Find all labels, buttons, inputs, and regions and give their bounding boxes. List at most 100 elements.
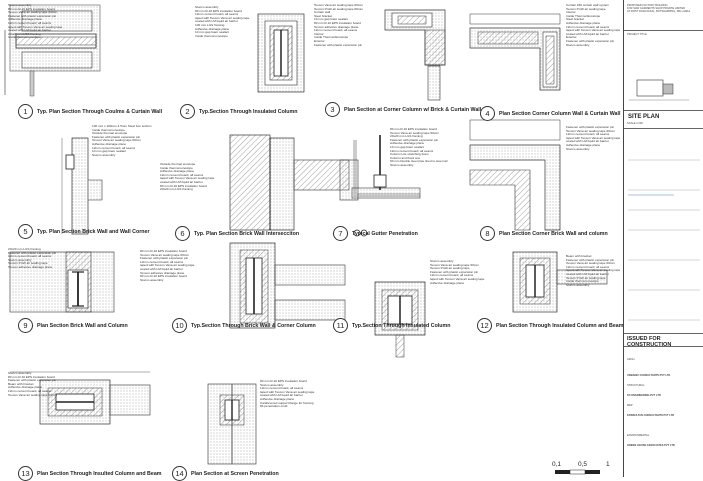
detail-13-drawing — [10, 371, 151, 425]
detail-7-drawing — [339, 135, 421, 237]
note-line: coated with LM liquid air barrier — [260, 393, 303, 398]
note-line: 12mm cement board, all seams — [8, 20, 52, 25]
note-line: Stucco assembly — [140, 277, 164, 282]
detail-caption-5: 5 Typ. Plan Section Brick Wall and Wall C… — [18, 224, 150, 239]
sheet-label: PROJECT TITLE — [627, 33, 647, 36]
note-line: Inside thermal envelope — [160, 165, 193, 170]
note-line: Fastener with plastic expansion pin — [566, 257, 615, 262]
detail-14-drawing — [207, 383, 257, 465]
site-plan-title: SITE PLAN — [628, 114, 660, 120]
detail-title: Typ.Section Through Brick Wall & Corner … — [191, 322, 316, 329]
note-line: taped with Tescon Vana air sealing tape — [260, 389, 315, 394]
title-block: PROPOSED FACTORY BUILDING FOR SHW GARMEN… — [623, 0, 703, 477]
note-line: taped with Tescon Vana air sealing tape — [140, 263, 195, 268]
note-line: Fastener with plastic expansion pin — [8, 250, 57, 255]
detail-3-drawing — [384, 9, 446, 101]
note-line: 12mm cement board, all seams — [8, 388, 52, 393]
note-line: Tescon Vana air sealing tape 60mm — [8, 10, 57, 15]
note-line: Tescon Profil air sealing tape — [566, 6, 606, 11]
detail-number: 5 — [18, 224, 33, 239]
note-line: 80 mm R-10 EPS insulation board — [260, 379, 307, 383]
note-line: Tescon Vana air sealing tape 60mm — [390, 130, 439, 135]
note-line: Tescon Vana air sealing tape 60mm — [92, 138, 141, 143]
note-line: Curtain wall — [314, 10, 331, 15]
note-line: Tescon Profil air sealing tape — [566, 275, 606, 280]
note-line: 20x20 mm LGS framing — [8, 31, 41, 36]
note-line: Inside thermal envelope — [195, 33, 228, 38]
detail-number: 1 — [18, 104, 33, 119]
note-line: Stucco assembly — [92, 152, 116, 157]
detail-11-drawing — [374, 281, 426, 358]
note-line: Tescon Vana air sealing tape 60mm — [8, 392, 57, 397]
note-line: Adhesive drainage plane — [195, 26, 230, 31]
note-line: 12mm cement board, all seams — [260, 386, 304, 391]
note-line: Tescon adhesive drainage plane — [314, 24, 359, 29]
note-line: Inside thermal envelope — [92, 127, 125, 132]
note-line: taped with Tescon Vana air sealing tape — [566, 135, 621, 140]
note-line: Fastener with plastic expansion pin — [566, 38, 615, 43]
note-line: Fastener with plastic expansion pin — [314, 42, 363, 47]
consultant-line: GREEN HOUSE ASSOCIATES PVT LTD — [627, 444, 675, 447]
detail-number: 3 — [325, 102, 340, 117]
note-line: 80 mm R-10 EPS insulation board — [314, 20, 361, 25]
note-line: taped with Tescon Vana air sealing tape — [195, 15, 250, 20]
note-line: Outside thermal envelope — [92, 131, 128, 136]
note-line: Tescon Vana air sealing tape 60mm — [314, 3, 363, 7]
note-line: Inside Thermal Envelope — [314, 35, 349, 40]
detail-title: Plan Section Brick Wall and Column — [37, 322, 128, 329]
detail-caption-8: 8 Plan Section Corner Brick Wall and colu… — [480, 226, 608, 241]
note-line: Stucco assembly — [566, 42, 590, 47]
scale-label: 0,1 — [552, 461, 562, 468]
note-line: coated with LM liquid air barrier — [140, 266, 183, 271]
note-line: Tescon Profil air sealing tape — [8, 261, 48, 266]
detail-5-drawing — [61, 137, 103, 235]
note-line: 10 mm gap foam sealant — [390, 144, 425, 149]
note-line: Stucco assembly — [8, 257, 32, 262]
detail-title: Typ. Plan Section Through Coulms & Curta… — [37, 108, 163, 115]
note-line: Stucco assembly — [195, 5, 219, 9]
note-line: 80 mm R-10 EPS insulation board — [390, 127, 437, 131]
detail-9-drawing — [9, 251, 115, 313]
detail-number: 2 — [180, 104, 195, 119]
note-line: 10 mm gap foam sealant — [92, 149, 127, 154]
note-line: Beam with bracket — [566, 254, 592, 258]
note-line: Adhesive drainage plane — [566, 20, 601, 25]
detail-title: Typ. Plan Section Brick Wall and Wall Co… — [37, 228, 150, 235]
note-line: Inside Thermal Envelope — [566, 13, 601, 18]
detail-number: 12 — [477, 318, 492, 333]
note-line: Fastener with plastic expansion pin — [430, 269, 479, 274]
note-line: 12mm cement board, all seams — [92, 145, 136, 150]
note-line: 20x20 mm LGS framing — [160, 187, 193, 192]
detail-title: Plan Section Through Insulated Column an… — [496, 322, 624, 329]
project-line: PROPOSED FACTORY BUILDING — [627, 4, 668, 7]
detail-number: 8 — [480, 226, 495, 241]
note-line: coated with LM liquid air barrier — [195, 19, 238, 24]
consultant-line: KONSULTAN CONSULTANTS PVT LTD — [627, 414, 675, 417]
note-line: Inside thermal envelope — [566, 279, 599, 284]
detail-title: Typical Gutter Penetration — [352, 230, 418, 237]
note-line: Fastener with plastic expansion pin — [8, 13, 57, 18]
note-line: Steel bracket — [314, 13, 333, 18]
note-line: 80 mm R-10 EPS insulation board — [195, 8, 242, 13]
note-line: 12mm cement board, all seams — [140, 259, 184, 264]
note-line: 12mm cement board, all seams — [430, 273, 474, 278]
consultant-line: SC ENGINEERING PVT LTD — [627, 394, 661, 397]
detail-4-drawing — [469, 13, 561, 91]
note-line: 12mm cement board, all seams — [390, 148, 434, 153]
note-line: 90 mm Double steel pipe lined to steel r… — [390, 159, 448, 164]
note-line: coated with LM liquid air barrier — [566, 271, 609, 276]
detail-title: Plan Section Corner Brick Wall and colum… — [499, 230, 608, 237]
revision-lines — [628, 159, 700, 321]
